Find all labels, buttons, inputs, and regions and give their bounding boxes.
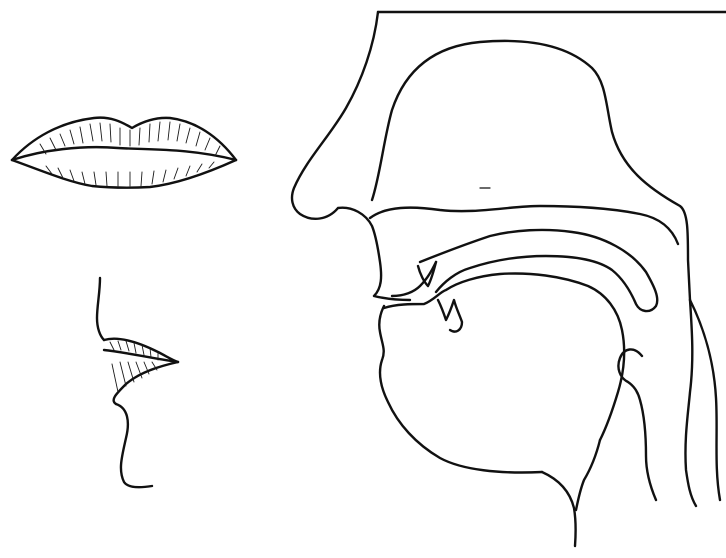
tongue-lower-line [576, 440, 600, 510]
velum-outline [420, 230, 657, 311]
profile-upper-line [97, 278, 104, 340]
pharynx-back-line [690, 300, 720, 500]
lower-face-outline [379, 306, 542, 472]
palate-upper-line [370, 206, 678, 244]
head-section-drawing [292, 12, 726, 546]
profile-chin-line [116, 404, 152, 487]
front-lips-drawing [12, 118, 236, 188]
side-lips-drawing [97, 278, 178, 487]
face-profile-outline [292, 12, 410, 300]
profile-lower-lip [114, 362, 178, 404]
epiglottis-outline [618, 349, 656, 500]
lips-vn-mark-2 [438, 300, 462, 332]
nasal-floor-line [392, 262, 436, 296]
tongue-outline [384, 274, 624, 441]
neck-front-line [542, 472, 576, 546]
pharynx-wall-line [685, 300, 696, 506]
